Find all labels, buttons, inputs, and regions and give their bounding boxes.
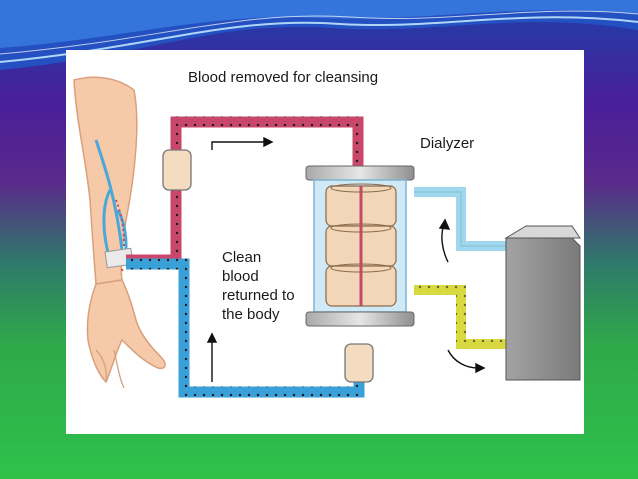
dialysis-machine [504, 225, 581, 381]
dialysate-lines [414, 187, 516, 349]
drip-chamber-venous [344, 343, 374, 383]
label-clean-blood: Clean blood returned to the body [222, 249, 295, 323]
hemodialysis-diagram [73, 76, 581, 398]
flow-arrow-icon [206, 136, 486, 382]
drip-chamber-arterial [162, 149, 192, 191]
dialyzer-filter-core [325, 183, 397, 307]
label-dialyzer: Dialyzer [420, 135, 475, 152]
diagram-panel: Blood removed for cleansing Dialyzer Cle… [66, 50, 584, 434]
venous-blood-line [126, 258, 374, 398]
label-blood-removed: Blood removed for cleansing [188, 69, 379, 86]
arm-illustration [73, 76, 166, 389]
dialyzer [305, 165, 415, 327]
